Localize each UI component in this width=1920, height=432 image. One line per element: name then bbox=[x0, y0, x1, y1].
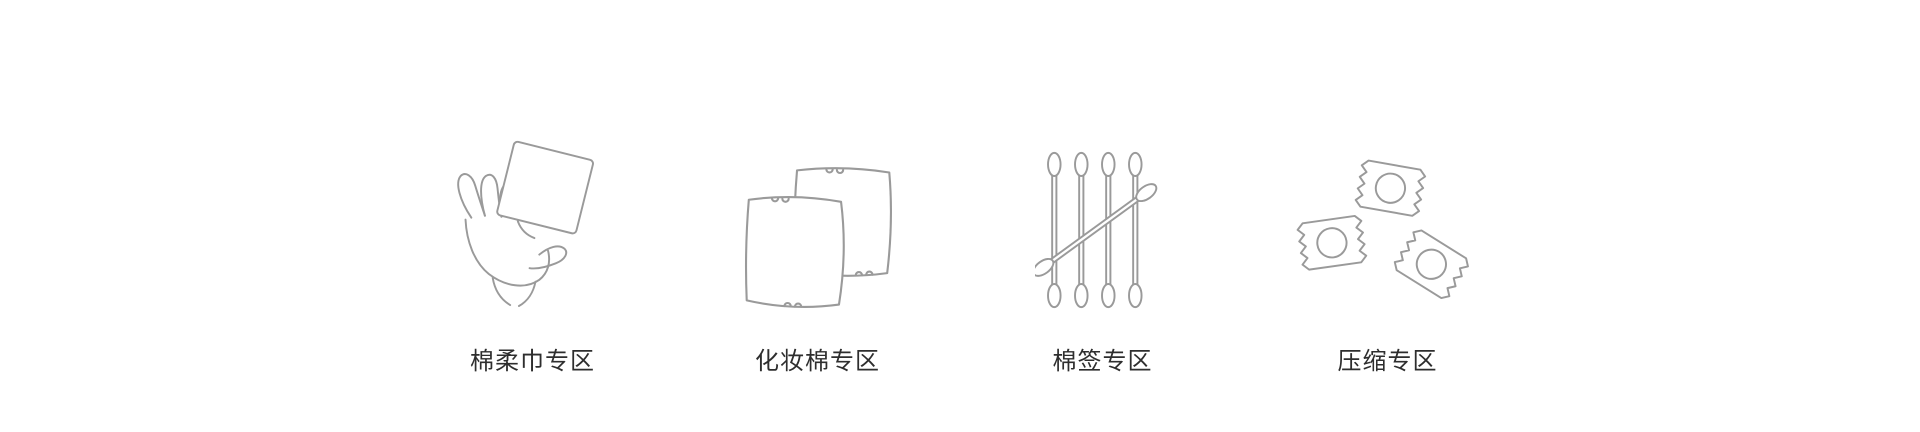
category-compressed[interactable]: 压缩专区 bbox=[1288, 122, 1488, 374]
cotton-soft-towel-icon-box bbox=[450, 122, 615, 314]
category-cotton-soft-towel[interactable]: 棉柔巾专区 bbox=[433, 122, 633, 374]
category-cotton-swabs[interactable]: 棉签专区 bbox=[1003, 122, 1203, 374]
category-label: 压缩专区 bbox=[1337, 348, 1438, 375]
makeup-cotton-icon-box bbox=[734, 122, 902, 314]
wrapped-compressed-towels-icon bbox=[1296, 159, 1469, 300]
category-makeup-cotton[interactable]: 化妆棉专区 bbox=[718, 122, 918, 374]
cotton-swabs-icon bbox=[1035, 151, 1158, 309]
hand-holding-towel-icon bbox=[457, 140, 594, 307]
cotton-swabs-icon-box bbox=[1035, 122, 1170, 314]
category-label: 化妆棉专区 bbox=[755, 348, 880, 375]
cotton-pads-icon bbox=[744, 167, 892, 308]
category-label: 棉签专区 bbox=[1052, 348, 1153, 375]
compressed-icon-box bbox=[1290, 122, 1485, 314]
category-label: 棉柔巾专区 bbox=[470, 348, 595, 375]
